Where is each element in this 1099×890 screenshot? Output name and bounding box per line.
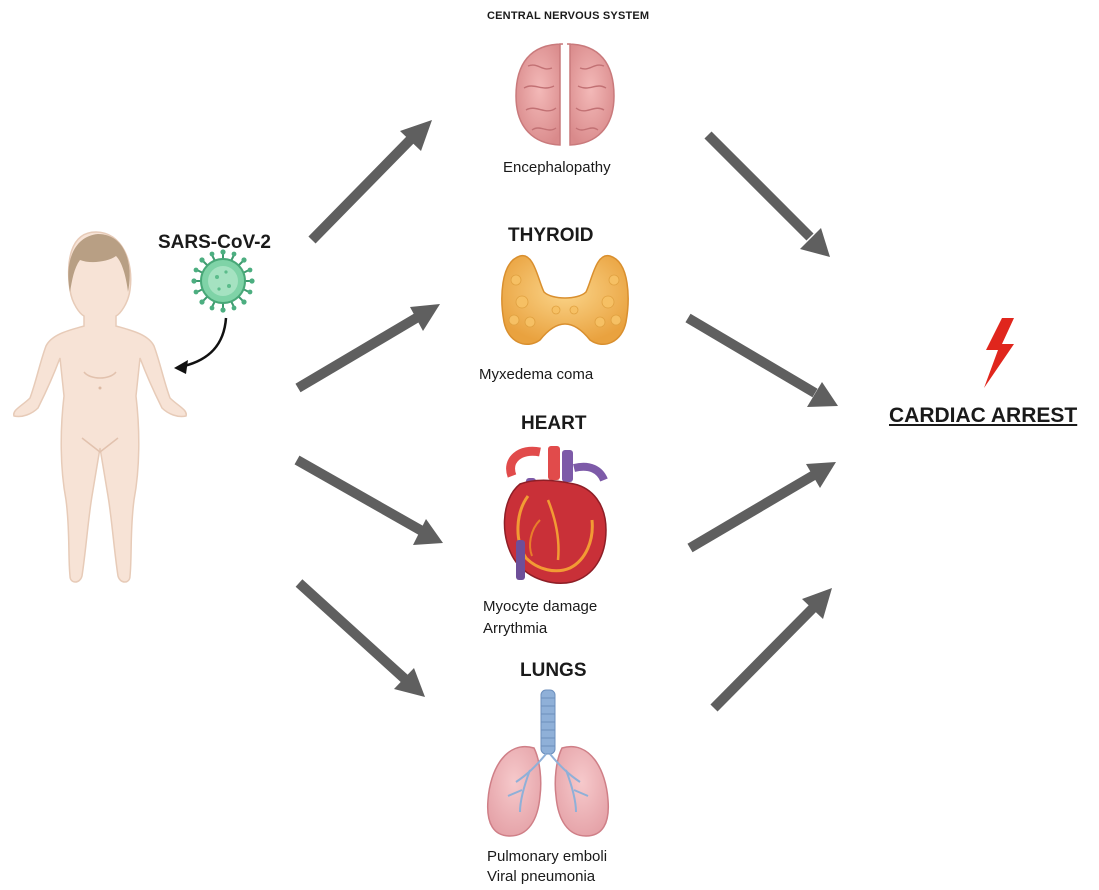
thyroid-effect: Myxedema coma [479, 364, 593, 386]
thyroid-icon [502, 256, 628, 345]
lungs-title: LUNGS [520, 660, 587, 682]
heart-effect-1: Myocyte damage [483, 596, 597, 618]
arrow-body-to-thyroid [298, 304, 440, 388]
human-body-icon [14, 232, 187, 582]
cns-effect: Encephalopathy [503, 157, 611, 179]
lungs-icon [488, 690, 609, 836]
heart-title: HEART [521, 413, 586, 435]
lungs-effect-1: Pulmonary emboli [487, 846, 607, 868]
brain-icon [516, 44, 614, 145]
arrow-body-to-heart [297, 460, 443, 545]
heart-icon [504, 446, 606, 583]
arrow-lungs-to-arrest [714, 588, 832, 708]
cardiac-arrest-label: CARDIAC ARREST [889, 404, 1077, 428]
arrow-thyroid-to-arrest [688, 318, 838, 407]
infection-arrow [174, 318, 226, 374]
arrow-heart-to-arrest [690, 462, 836, 548]
coronavirus-icon [191, 249, 254, 312]
thyroid-title: THYROID [508, 225, 594, 247]
cns-title: CENTRAL NERVOUS SYSTEM [487, 10, 649, 22]
arrow-body-to-brain [312, 120, 432, 240]
lungs-effect-2: Viral pneumonia [487, 866, 595, 888]
virus-label: SARS-CoV-2 [158, 232, 271, 254]
arrow-brain-to-arrest [708, 135, 830, 257]
lightning-bolt-icon [984, 318, 1014, 388]
heart-effect-2: Arrythmia [483, 618, 547, 640]
arrow-body-to-lungs [299, 583, 425, 697]
